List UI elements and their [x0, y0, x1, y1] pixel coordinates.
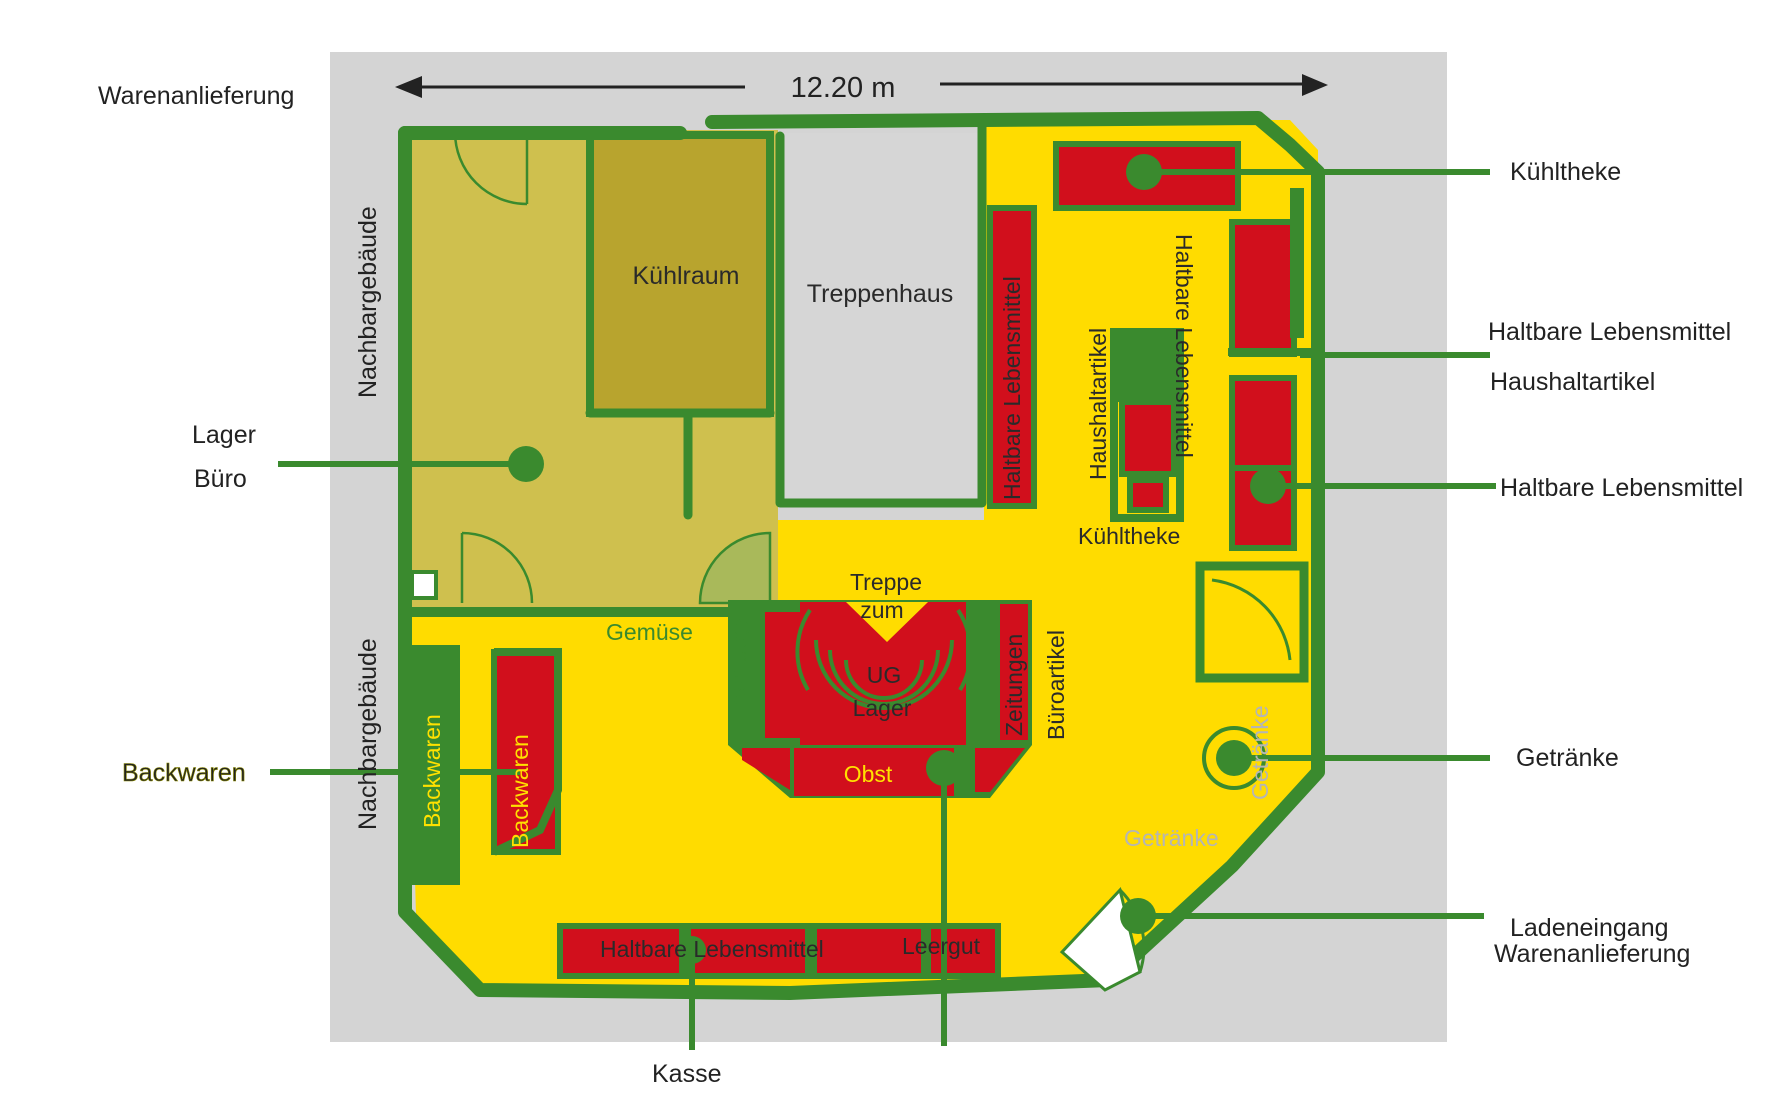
backwaren-wall-rack [405, 645, 460, 885]
label-warenanlieferung-bottom: Warenanlieferung [1494, 940, 1690, 968]
label-haushalt-outside: Haushaltartikel [1490, 368, 1655, 396]
label-haltbare-vertical: Haltbare Lebensmittel [999, 276, 1025, 500]
label-getraenke-vertical: Getränke [1247, 705, 1273, 800]
door-to-salesfloor [698, 531, 772, 605]
label-kuehlraum: Kühlraum [633, 262, 740, 290]
label-nachbar-top: Nachbargebäude [354, 206, 382, 398]
label-haltbare-outside-1: Haltbare Lebensmittel [1488, 318, 1731, 346]
label-ug: UG [867, 662, 902, 688]
column [410, 570, 438, 600]
label-obst: Obst [844, 761, 893, 787]
label-gemuese-vertical: Gemüse [729, 618, 755, 705]
dimension-label: 12.20 m [791, 72, 896, 104]
island-top [1114, 332, 1180, 402]
label-haushalt-vertical: Haushaltartikel [1085, 328, 1111, 480]
label-zum: zum [860, 597, 903, 623]
label-zeitungen: Zeitungen [1001, 634, 1027, 736]
right-wall-strip [1290, 188, 1304, 338]
label-backwaren-outside: Backwaren [122, 759, 246, 787]
sales-floor [408, 120, 1318, 993]
label-ladeneingang: Ladeneingang [1510, 914, 1669, 942]
leader-lines [270, 169, 1496, 1050]
label-getraenke-outside: Getränke [1516, 744, 1619, 772]
label-lager: Lager [192, 421, 256, 449]
label-leergut: Leergut [902, 933, 981, 959]
backwaren-rack-outline [492, 648, 562, 856]
label-backwaren-2: Backwaren [507, 734, 533, 848]
label-gemuese-horizontal: Gemüse [606, 619, 693, 645]
shelves [491, 141, 1297, 979]
label-warenanlieferung-top: Warenanlieferung [98, 82, 294, 110]
label-bueroartikel: Büroartikel [1043, 630, 1069, 740]
treppe-triangle [846, 602, 928, 642]
stairwell [780, 133, 982, 503]
leader-dots [508, 154, 1286, 964]
cold-room [586, 131, 774, 417]
label-treppe: Treppe [850, 569, 922, 595]
label-kuehltheke-outside: Kühltheke [1510, 158, 1621, 186]
label-buero: Büro [194, 465, 247, 493]
label-getraenke-horizontal: Getränke [1124, 825, 1219, 851]
ug-stair-arcs [795, 608, 973, 710]
label-lager-ug: Lager [853, 695, 912, 721]
drinks-door-frame [1195, 561, 1309, 683]
label-kasse: Kasse [652, 1060, 721, 1088]
label-nachbar-bottom: Nachbargebäude [354, 638, 382, 830]
label-treppenhaus: Treppenhaus [807, 280, 953, 308]
drinks-ring [1202, 726, 1266, 790]
label-kuehltheke-inner: Kühltheke [1078, 523, 1180, 549]
label-backwaren-1: Backwaren [419, 714, 445, 828]
right-divider [1228, 348, 1318, 356]
storage-doors [453, 131, 534, 604]
dimension-arrow [395, 74, 1328, 98]
label-haltbare-bottom: Haltbare Lebensmittel [600, 936, 824, 962]
label-haltbare-outside-2: Haltbare Lebensmittel [1500, 474, 1743, 502]
label-haltbare-vertical-right: Haltbare Lebensmittel [1171, 234, 1197, 458]
